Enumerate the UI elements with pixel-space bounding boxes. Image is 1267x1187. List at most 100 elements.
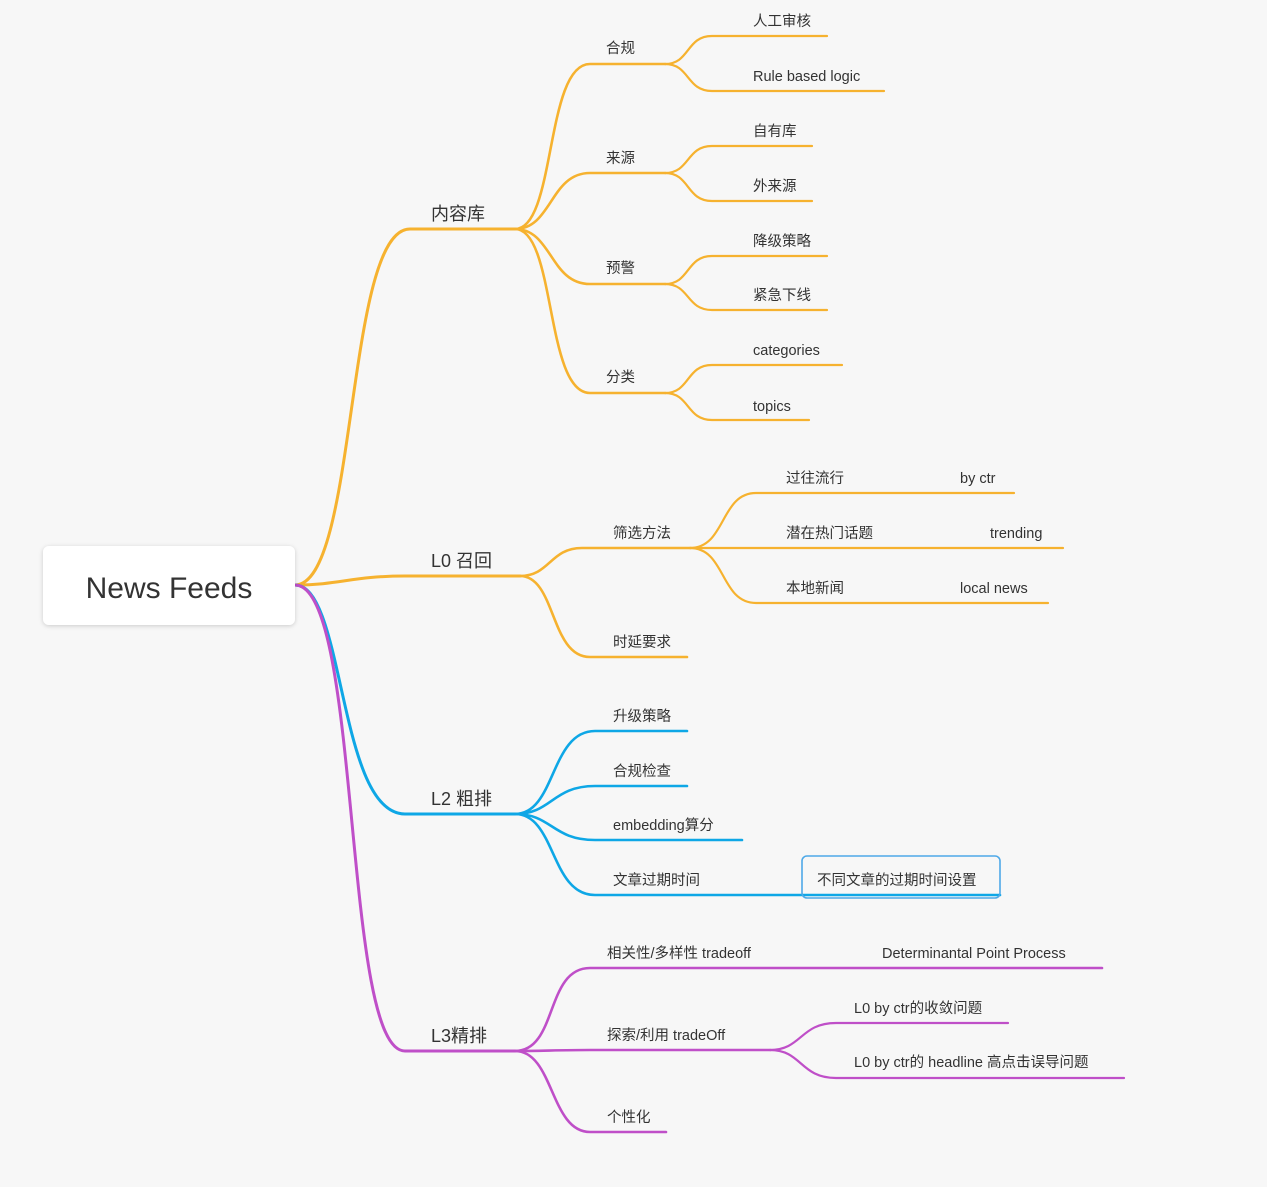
- node-label: 紧急下线: [753, 287, 811, 304]
- connector-headline-misleading: [768, 1048, 1126, 1080]
- node-label: L2 粗排: [431, 789, 492, 809]
- node-headline-misleading[interactable]: L0 by ctr的 headline 高点击误导问题: [854, 1054, 1089, 1071]
- node-label: 分类: [606, 369, 635, 386]
- root-node[interactable]: News Feeds: [43, 546, 295, 625]
- connector-root-l2-coarse-ranking: [293, 583, 517, 816]
- connector-convergence-problem: [768, 1021, 1010, 1052]
- node-note: trending: [990, 526, 1042, 542]
- connector-past-popular: [688, 491, 1016, 550]
- connector-compliance: [513, 62, 667, 231]
- node-upgrade-strategy[interactable]: 升级策略: [613, 708, 671, 725]
- node-note: local news: [960, 581, 1028, 597]
- node-convergence-problem[interactable]: L0 by ctr的收敛问题: [854, 1000, 982, 1017]
- node-label: L3精排: [431, 1026, 487, 1046]
- connector-compliance-check: [513, 784, 689, 816]
- node-label: 合规: [606, 40, 635, 57]
- node-note: Determinantal Point Process: [882, 946, 1066, 962]
- node-relevance-diversity[interactable]: 相关性/多样性 tradeoff Determinantal Point Pro…: [607, 945, 1066, 962]
- node-label: 内容库: [431, 204, 485, 224]
- node-label: categories: [753, 343, 820, 359]
- connector-topics: [663, 391, 811, 422]
- node-label: L0 by ctr的 headline 高点击误导问题: [854, 1054, 1089, 1071]
- node-label: topics: [753, 399, 791, 415]
- node-source[interactable]: 来源: [606, 150, 635, 167]
- node-label: 探索/利用 tradeOff: [607, 1027, 726, 1044]
- connector-root-l0-recall: [293, 574, 522, 587]
- node-label: 预警: [606, 260, 635, 277]
- node-alert[interactable]: 预警: [606, 260, 635, 277]
- node-classification[interactable]: 分类: [606, 369, 635, 386]
- node-label: 本地新闻: [786, 580, 844, 597]
- connector-explore-exploit: [513, 1048, 772, 1053]
- callout-label: 不同文章的过期时间设置: [817, 871, 977, 889]
- branch-l3-fine-ranking: L3精排 相关性/多样性 tradeoff Determinantal Poin…: [293, 583, 1126, 1134]
- callout-expiry-settings[interactable]: 不同文章的过期时间设置: [801, 855, 1001, 899]
- node-local-news[interactable]: 本地新闻 local news: [786, 580, 1028, 597]
- node-own-library[interactable]: 自有库: [753, 123, 797, 140]
- node-label: 人工审核: [753, 13, 811, 30]
- node-external-source[interactable]: 外来源: [753, 178, 797, 195]
- connector-source: [513, 171, 667, 231]
- connector-own-library: [663, 144, 814, 175]
- connector-filter-method: [518, 546, 692, 578]
- node-article-expiry[interactable]: 文章过期时间: [613, 871, 700, 889]
- connector-downgrade-strategy: [663, 254, 829, 286]
- node-manual-review[interactable]: 人工审核: [753, 13, 811, 30]
- node-embedding-score[interactable]: embedding算分: [613, 817, 714, 834]
- node-label: 相关性/多样性 tradeoff: [607, 945, 752, 962]
- branch-content-library: 内容库 合规 人工审核 Rule based logic 来源 自有库 外来源: [293, 13, 886, 587]
- node-l3-fine-ranking[interactable]: L3精排: [431, 1026, 487, 1046]
- node-compliance[interactable]: 合规: [606, 40, 635, 57]
- node-label: embedding算分: [613, 817, 714, 834]
- connector-article-expiry: [513, 812, 1002, 897]
- node-label: 升级策略: [613, 708, 671, 725]
- node-content-library[interactable]: 内容库: [431, 204, 485, 224]
- node-label: 过往流行: [786, 470, 844, 487]
- node-label: 来源: [606, 150, 635, 167]
- branch-l0-recall: L0 召回 筛选方法 过往流行 by ctr 潜在热门话题 trending 本…: [293, 470, 1065, 659]
- node-label: Rule based logic: [753, 69, 860, 85]
- connector-external-source: [663, 171, 814, 203]
- node-label: 外来源: [753, 178, 797, 195]
- connector-local-news: [688, 546, 1050, 605]
- branch-l2-coarse-ranking: L2 粗排 升级策略 合规检查 embedding算分 文章过期时间 不同文章的…: [293, 583, 1002, 899]
- root-node-box: [43, 546, 295, 625]
- connector-emergency-offline: [663, 282, 829, 312]
- connector-rule-based-logic: [663, 62, 886, 93]
- connector-upgrade-strategy: [513, 729, 689, 816]
- node-label: 潜在热门话题: [786, 525, 873, 542]
- connector-latency-requirement: [518, 574, 689, 659]
- node-label: 个性化: [607, 1109, 651, 1126]
- node-explore-exploit[interactable]: 探索/利用 tradeOff: [607, 1027, 726, 1044]
- node-label: 合规检查: [613, 763, 671, 780]
- node-rule-based-logic[interactable]: Rule based logic: [753, 69, 860, 85]
- connector-personalization: [513, 1049, 668, 1134]
- connector-embedding-score: [513, 812, 744, 842]
- node-label: 降级策略: [753, 233, 811, 250]
- connector-categories: [663, 363, 844, 395]
- node-label: 自有库: [753, 123, 797, 140]
- root-node-label: News Feeds: [86, 572, 253, 605]
- node-personalization[interactable]: 个性化: [607, 1109, 651, 1126]
- node-downgrade-strategy[interactable]: 降级策略: [753, 233, 811, 250]
- node-potential-trending[interactable]: 潜在热门话题 trending: [786, 525, 1042, 542]
- node-categories[interactable]: categories: [753, 343, 820, 359]
- node-filter-method[interactable]: 筛选方法: [613, 525, 671, 542]
- connector-relevance-diversity: [513, 966, 1104, 1053]
- node-emergency-offline[interactable]: 紧急下线: [753, 287, 811, 304]
- node-label: L0 召回: [431, 551, 492, 571]
- connector-manual-review: [663, 34, 829, 66]
- node-topics[interactable]: topics: [753, 399, 791, 415]
- node-past-popular[interactable]: 过往流行 by ctr: [786, 470, 996, 487]
- node-l0-recall[interactable]: L0 召回: [431, 551, 492, 571]
- node-compliance-check[interactable]: 合规检查: [613, 763, 671, 780]
- callout-box: [801, 855, 1001, 899]
- node-note: by ctr: [960, 471, 996, 487]
- node-label: 时延要求: [613, 634, 671, 651]
- connector-root-l3-fine-ranking: [293, 583, 517, 1053]
- connector-root-content-library: [293, 227, 517, 587]
- node-latency-requirement[interactable]: 时延要求: [613, 634, 671, 651]
- node-l2-coarse-ranking[interactable]: L2 粗排: [431, 789, 492, 809]
- connector-classification: [513, 227, 667, 395]
